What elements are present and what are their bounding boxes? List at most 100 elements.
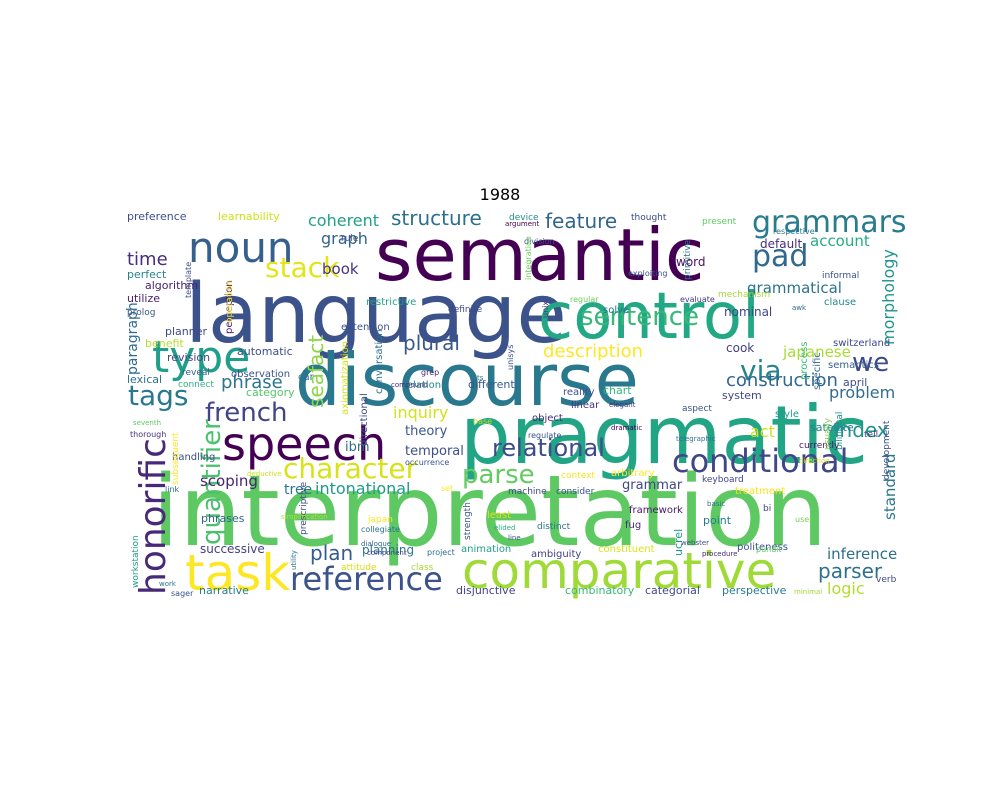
cloud-word-pad: pad (752, 239, 808, 274)
cloud-word-prescriptive: prescriptive (299, 481, 309, 535)
cloud-word-planning: planning (362, 543, 414, 557)
cloud-word-verb: verb (876, 575, 897, 585)
cloud-word-style: style (775, 409, 799, 420)
cloud-word-primitive: primitive (683, 239, 693, 280)
cloud-word-reference: reference (290, 560, 443, 598)
cloud-word-evaluate: evaluate (680, 295, 715, 304)
cloud-word-lexical: lexical (127, 373, 162, 386)
cloud-word-template: template (184, 262, 193, 298)
cloud-word-restrictive: restrictive (366, 297, 416, 308)
cloud-word-character: character (283, 452, 418, 485)
cloud-word-via: via (740, 354, 782, 387)
cloud-word-preference: preference (127, 210, 187, 223)
cloud-word-coherent: coherent (308, 211, 379, 230)
cloud-word-respective: respective (773, 227, 815, 236)
cloud-word-feature: feature (545, 209, 617, 233)
cloud-word-animation: animation (461, 544, 511, 555)
cloud-word-index: index (834, 418, 889, 442)
cloud-word-category: category (246, 386, 295, 399)
cloud-word-quantifier: quantifier (197, 419, 227, 545)
cloud-word-framework: framework (629, 505, 683, 516)
cloud-word-successive: successive (200, 542, 265, 556)
cloud-word-argument: argument (505, 220, 539, 228)
cloud-word-utilize: utilize (127, 292, 160, 305)
cloud-word-narrative: narrative (199, 584, 249, 597)
cloud-word-perfect: perfect (127, 268, 167, 281)
cloud-word-plural: plural (403, 331, 460, 355)
cloud-word-operation: operation (225, 280, 235, 323)
cloud-word-observation: observation (231, 369, 290, 380)
cloud-word-linear: linear (571, 400, 600, 411)
cloud-word-thorough: thorough (130, 430, 166, 439)
cloud-word-stack: stack (265, 251, 340, 284)
cloud-word-pundit: pundit (756, 545, 782, 554)
cloud-word-parser: parser (818, 559, 883, 583)
cloud-word-project: project (427, 548, 455, 557)
cloud-word-reality: reality (563, 387, 595, 398)
cloud-word-process: process (799, 342, 810, 380)
cloud-word-description: description (543, 341, 643, 362)
cloud-word-directional: directional (359, 393, 370, 446)
cloud-word-phrases: phrases (201, 512, 245, 525)
cloud-word-ambiguity: ambiguity (531, 549, 581, 560)
cloud-word-grep: grep (421, 368, 439, 377)
cloud-word-automatic: automatic (237, 345, 293, 358)
cloud-word-basic: basic (707, 500, 725, 508)
cloud-word-task: task (185, 544, 290, 602)
cloud-word-system: system (722, 389, 762, 402)
cloud-word-division: division (524, 237, 555, 246)
cloud-word-inquiry: inquiry (393, 403, 448, 422)
cloud-word-tags: tags (128, 379, 189, 412)
cloud-word-graph: graph (321, 229, 368, 248)
cloud-word-consider: consider (556, 487, 595, 497)
cloud-word-context: context (561, 471, 595, 481)
cloud-word-relation: relation (403, 380, 441, 391)
cloud-word-handling: handling (172, 452, 215, 463)
cloud-word-semantics: semantics (828, 360, 879, 371)
cloud-word-politeness: politeness (737, 542, 788, 553)
cloud-word-awk: awk (792, 304, 807, 312)
cloud-word-device: device (509, 213, 539, 223)
cloud-word-satellite: satellite (810, 421, 854, 434)
cloud-word-unisys: unisys (506, 345, 515, 370)
cloud-word-direction: direction (799, 457, 830, 465)
cloud-word-class: class (411, 563, 434, 573)
cloud-word-inference: inference (827, 545, 897, 563)
cloud-word-strength: strength (463, 502, 473, 540)
cloud-word-disjunctive: disjunctive (456, 584, 516, 597)
cloud-word-benefit: benefit (145, 337, 184, 350)
cloud-word-compound: compound (391, 381, 428, 389)
cloud-word-exploiting: exploiting (628, 269, 667, 278)
cloud-word-different: different (468, 378, 515, 391)
cloud-word-base: base (473, 417, 492, 426)
cloud-word-we: we (852, 348, 889, 378)
cloud-word-type: type (152, 332, 250, 383)
cloud-word-connect: connect (178, 380, 214, 390)
cloud-word-machine: machine (508, 487, 547, 497)
cloud-word-dialogue: dialogue (361, 540, 391, 548)
cloud-word-language: language (185, 267, 567, 362)
cloud-word-book: book (322, 260, 359, 278)
cloud-word-standard: standard (881, 453, 899, 520)
cloud-word-tell: tell (864, 430, 878, 440)
cloud-word-parse: parse (462, 460, 535, 490)
cloud-word-integration: integration (524, 236, 533, 280)
cloud-word-switzerland: switzerland (833, 338, 890, 349)
cloud-word-axiomatization: axiomatization (340, 341, 351, 415)
cloud-word-collegiate: collegiate (361, 525, 400, 534)
cloud-word-workstation: workstation (131, 535, 141, 588)
cloud-word-object: object (532, 413, 563, 424)
cloud-word-default: default (760, 237, 803, 251)
cloud-word-act: act (750, 422, 775, 441)
cloud-word-thought: thought (631, 213, 667, 223)
cloud-word-regular: regular (570, 295, 599, 304)
cloud-word-definite: definite (448, 305, 483, 315)
cloud-word-theory: theory (405, 424, 448, 439)
cloud-word-its: its (475, 374, 484, 382)
cloud-word-logic: logic (827, 579, 865, 598)
cloud-word-ucrel: ucrel (672, 529, 685, 556)
cloud-word-extension: extension (341, 322, 390, 333)
cloud-word-specific: specific (812, 352, 823, 390)
cloud-word-currently: currently (799, 441, 840, 451)
